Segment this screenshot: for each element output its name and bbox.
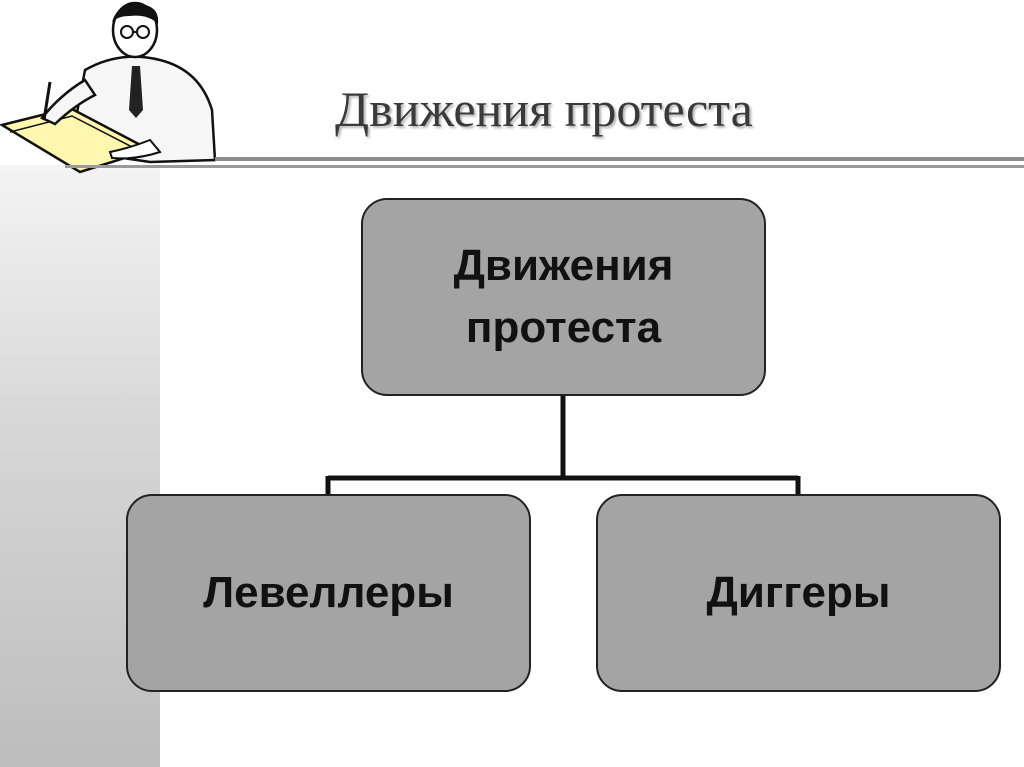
child-node-label: Диггеры bbox=[706, 568, 891, 617]
scholar-writing-clipart-icon bbox=[0, 1, 217, 174]
child-node-label: Левеллеры bbox=[203, 568, 454, 617]
root-node: Движения протеста bbox=[361, 198, 766, 396]
child-node-diggers: Диггеры bbox=[596, 494, 1001, 692]
root-node-label: Движения протеста bbox=[453, 241, 674, 352]
title-underline-top bbox=[215, 157, 1024, 161]
slide-title: Движения протеста bbox=[335, 81, 753, 137]
title-underline-bottom bbox=[65, 165, 1024, 168]
child-node-levellers: Левеллеры bbox=[126, 494, 531, 692]
